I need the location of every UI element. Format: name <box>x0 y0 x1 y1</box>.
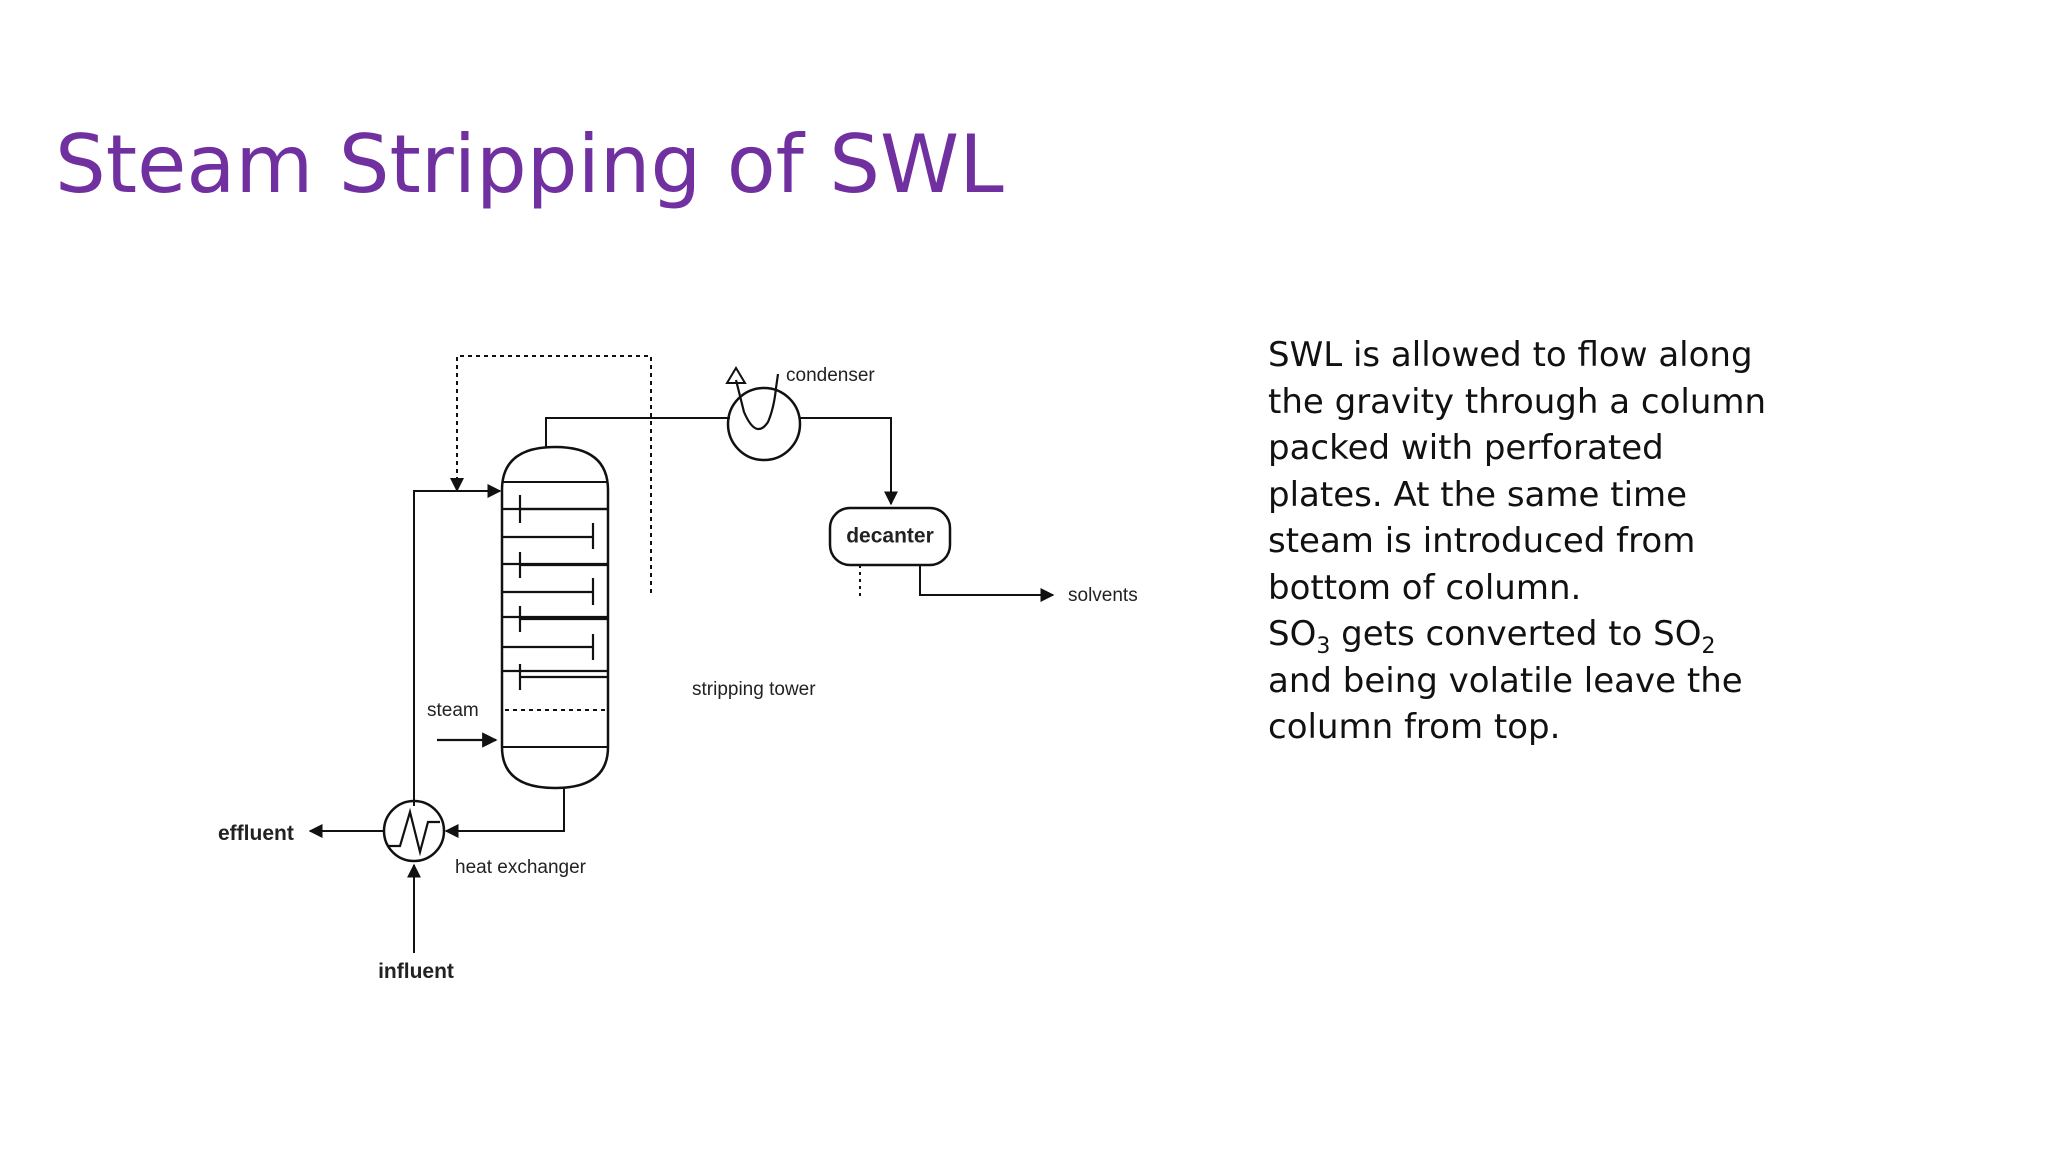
description-paragraph-1: SWL is allowed to flow along the gravity… <box>1268 335 1767 608</box>
effluent-label: effluent <box>218 822 294 845</box>
decanter <box>828 506 952 567</box>
volatile-text: and being volatile leave the column from… <box>1268 660 1743 748</box>
stripping-tower-label: stripping tower <box>692 679 816 700</box>
description-paragraph-2: SO3 gets converted to SO2 and being vola… <box>1268 611 1768 751</box>
condenser <box>725 366 802 462</box>
so2-subscript: 2 <box>1701 634 1716 659</box>
converted-text: gets converted to SO <box>1330 614 1702 654</box>
heat-exchanger-label: heat exchanger <box>455 857 587 878</box>
so3-subscript: 3 <box>1316 634 1331 659</box>
heat-exchanger <box>382 799 446 863</box>
decanter-label: decanter <box>846 525 934 548</box>
description-panel: SWL is allowed to flow along the gravity… <box>1268 332 1828 751</box>
steam-label: steam <box>427 700 479 721</box>
so3-text: SO <box>1268 614 1317 654</box>
solvents-label: solvents <box>1068 585 1138 606</box>
slide-title: Steam Stripping of SWL <box>55 118 1004 211</box>
condenser-label: condenser <box>786 365 875 386</box>
perforated-plates <box>502 495 608 690</box>
stripping-tower <box>500 445 610 790</box>
influent-label: influent <box>378 960 454 983</box>
